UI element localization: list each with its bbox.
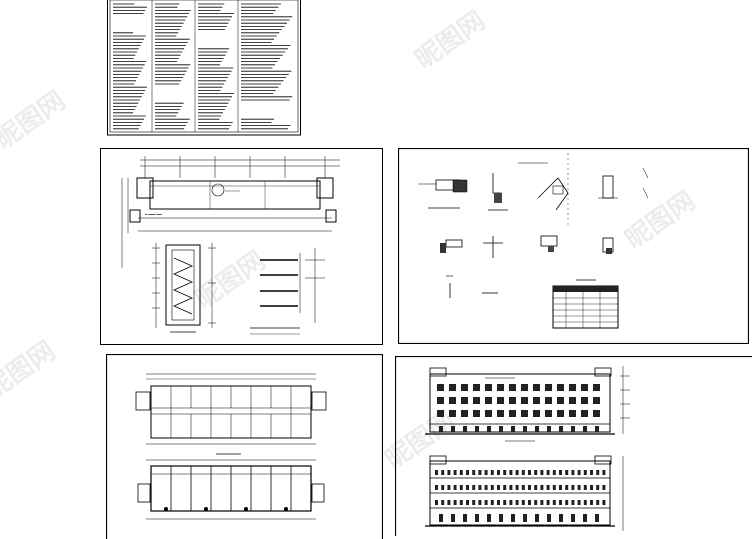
elevations-drawing [395, 356, 752, 536]
sheet-node-details[interactable] [398, 148, 749, 344]
sheet-elevations[interactable] [395, 356, 752, 536]
sheet-design-notes[interactable] [107, 0, 301, 136]
watermark: 昵图网 [0, 81, 72, 156]
sheet-ground-plan[interactable] [106, 354, 383, 539]
design-notes-drawing [107, 0, 301, 136]
watermark: 昵图网 [406, 1, 491, 76]
floor-plan-drawing: ━ ━━━ ━━ [100, 148, 383, 345]
node-details-drawing [398, 148, 749, 344]
watermark: 昵图网 [0, 331, 62, 406]
svg-text:━ ━━━ ━━: ━ ━━━ ━━ [144, 212, 162, 217]
sheet-floor-plan[interactable]: ━ ━━━ ━━ [100, 148, 383, 345]
ground-plan-drawing [106, 354, 383, 539]
